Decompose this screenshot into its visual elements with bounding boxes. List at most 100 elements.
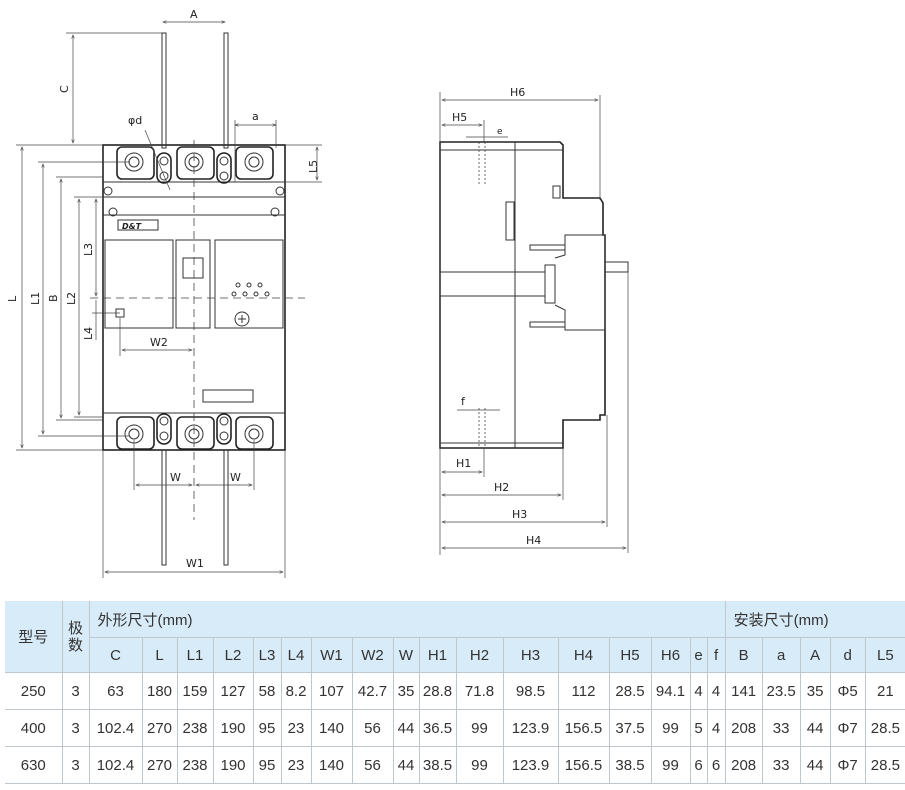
dimension-drawing: D&T A C φd a [6,8,629,578]
table-cell: 99 [455,746,503,784]
table-cell: 270 [141,746,177,784]
table-cell: 44 [392,709,419,747]
table-cell: 44 [392,746,419,784]
header-col-W2: W2 [351,637,393,673]
side-view [439,141,629,449]
table-cell: 3 [61,672,89,710]
table-cell: 99 [455,709,503,747]
dim-H5: H5 [452,111,467,124]
table-cell: 123.9 [502,746,558,784]
table-cell: 112 [557,672,609,710]
table-cell: 98.5 [502,672,558,710]
table-cell: 38.5 [608,746,651,784]
header-col-L3: L3 [252,637,281,673]
header-col-d: d [829,637,866,673]
table-cell: 156.5 [557,746,609,784]
table-cell: 42.7 [351,672,393,710]
table-cell: 56 [351,709,393,747]
header-outline-group: 外形尺寸(mm) [88,601,726,638]
top-terminals [116,146,274,184]
table-cell: 4 [706,672,726,710]
dim-W-right: W [230,471,241,484]
table-cell: 99 [650,746,690,784]
table-cell: 630 [5,746,62,784]
dim-H4: H4 [526,534,541,547]
header-model: 型号 [5,601,62,673]
table-cell: 102.4 [88,746,142,784]
table-cell: 23.5 [761,672,801,710]
table-cell: 95 [252,746,281,784]
table-cell: 28.8 [418,672,456,710]
table-cell: 156.5 [557,709,609,747]
dim-e: e [497,127,503,137]
header-col-B: B [724,637,763,673]
header-col-L5: L5 [864,637,905,673]
dim-L: L [6,295,19,302]
dim-L3: L3 [82,243,95,256]
table-cell: 37.5 [608,709,651,747]
header-col-L2: L2 [212,637,253,673]
dim-H2: H2 [494,481,509,494]
header-col-L4: L4 [280,637,311,673]
table-header-row: 型号极数外形尺寸(mm)安装尺寸(mm) [5,601,905,673]
table-cell: 71.8 [455,672,503,710]
table-cell: 208 [724,746,763,784]
dim-A: A [190,8,198,21]
table-cell: 3 [61,746,89,784]
table-cell: 141 [724,672,763,710]
table-cell: 33 [761,746,801,784]
dim-H3: H3 [512,508,527,521]
dim-C: C [58,85,71,93]
dim-L4: L4 [82,327,95,340]
table-cell: 238 [176,746,213,784]
table-cell: 159 [176,672,213,710]
header-col-C: C [88,637,142,673]
header-col-H4: H4 [557,637,609,673]
table-cell: 5 [689,709,707,747]
table-cell: 28.5 [864,709,905,747]
header-col-e: e [689,637,707,673]
dim-L1: L1 [29,292,42,305]
table-cell: 127 [212,672,253,710]
header-col-W1: W1 [310,637,352,673]
table-cell: 23 [280,746,311,784]
table-cell: 270 [141,709,177,747]
table-cell: 44 [799,746,831,784]
front-dimensions: A C φd a L5 L L1 B L2 L3 L4 W2 W [6,8,322,578]
table-cell: 107 [310,672,352,710]
table-cell: 56 [351,746,393,784]
side-dimensions: H6 H5 e f H1 H2 H3 H4 [439,86,629,555]
dim-L2: L2 [65,292,78,305]
table-cell: 140 [310,746,352,784]
header-col-H3: H3 [502,637,558,673]
table-cell: 102.4 [88,709,142,747]
dim-H1: H1 [456,457,471,470]
dim-L5: L5 [307,160,320,173]
dim-W-left: W [170,471,181,484]
table-cell: Φ7 [829,709,866,747]
header-poles: 极数 [61,601,89,673]
table-cell: 6 [706,746,726,784]
table-cell: Φ7 [829,746,866,784]
table-cell: 63 [88,672,142,710]
header-col-L: L [141,637,177,673]
header-col-L1: L1 [176,637,213,673]
bottom-terminals [116,413,274,450]
table-cell: 8.2 [280,672,311,710]
table-cell: 250 [5,672,62,710]
table-cell: 95 [252,709,281,747]
header-col-H6: H6 [650,637,690,673]
header-col-A: A [799,637,831,673]
header-col-H5: H5 [608,637,651,673]
header-col-a: a [761,637,801,673]
table-cell: 33 [761,709,801,747]
table-cell: 4 [689,672,707,710]
table-cell: 140 [310,709,352,747]
table-cell: 190 [212,709,253,747]
table-cell: 99 [650,709,690,747]
table-cell: 238 [176,709,213,747]
